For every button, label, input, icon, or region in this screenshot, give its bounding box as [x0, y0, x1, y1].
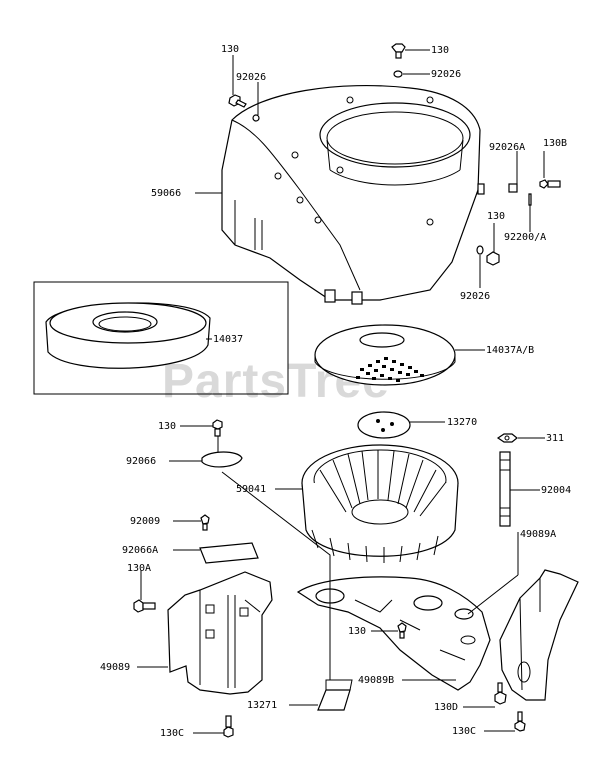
callout-59041: 59041: [236, 484, 266, 495]
fastener-92009: [200, 514, 210, 531]
callout-92009: 92009: [130, 516, 160, 527]
callout-130A: 130A: [127, 563, 151, 574]
callout-14037: 14037: [213, 334, 243, 345]
callout-14037AB: 14037A/B: [486, 345, 534, 356]
part-49089A-cover: [499, 569, 579, 701]
washer-92026-right: [476, 245, 484, 255]
part-13270-plate: [357, 411, 411, 439]
callout-92200A: 92200/A: [504, 232, 546, 243]
callout-92004: 92004: [541, 485, 571, 496]
part-14037-screen: [45, 302, 211, 369]
callout-130-top-left: 130: [221, 44, 239, 55]
fastener-130C-right: [514, 711, 526, 732]
callout-130C-right: 130C: [452, 726, 476, 737]
leader-lines: [137, 49, 545, 734]
part-49089-cover: [167, 571, 273, 695]
fastener-130C-left: [223, 715, 234, 738]
callout-92026A: 92026A: [489, 142, 525, 153]
callout-130D: 130D: [434, 702, 458, 713]
callout-92066: 92066: [126, 456, 156, 467]
callout-92026-top: 92026: [431, 69, 461, 80]
fastener-130-right: [486, 251, 500, 266]
callout-13271: 13271: [247, 700, 277, 711]
callout-49089A: 49089A: [520, 529, 556, 540]
fastener-130B: [539, 179, 561, 189]
washer-92026A: [508, 183, 518, 193]
fastener-130-mid: [212, 419, 223, 437]
part-92004-stud: [499, 451, 511, 527]
callout-130B: 130B: [543, 138, 567, 149]
fastener-130-left: [228, 94, 247, 108]
fastener-130A: [133, 599, 156, 613]
callout-311: 311: [546, 433, 564, 444]
callout-130C-left: 130C: [160, 728, 184, 739]
callout-49089B: 49089B: [358, 675, 394, 686]
callout-130-lower: 130: [348, 626, 366, 637]
part-59066-shroud: [221, 84, 485, 305]
part-92066-plate: [201, 451, 243, 468]
callout-130-mid: 130: [158, 421, 176, 432]
part-59041-fan: [301, 444, 459, 563]
fastener-130-top: [391, 43, 406, 59]
part-13271-bracket: [317, 679, 353, 711]
callout-92066A: 92066A: [122, 545, 158, 556]
callout-49089: 49089: [100, 662, 130, 673]
washer-92026-left: [252, 114, 260, 122]
callout-92026-top-left: 92026: [236, 72, 266, 83]
fastener-130D: [494, 682, 507, 705]
washer-92026-top: [393, 70, 403, 78]
inset-box: [33, 281, 289, 395]
part-92066A-plate: [199, 542, 259, 564]
part-49089B-baffle: [296, 576, 491, 691]
washer-92200A: [528, 193, 532, 206]
part-311-nut: [496, 433, 518, 443]
fastener-130-lower: [397, 622, 407, 639]
callout-92026-right: 92026: [460, 291, 490, 302]
callout-130-right: 130: [487, 211, 505, 222]
callout-13270: 13270: [447, 417, 477, 428]
callout-59066: 59066: [151, 188, 181, 199]
callout-130-top: 130: [431, 45, 449, 56]
part-14037AB-screen: [314, 324, 456, 386]
